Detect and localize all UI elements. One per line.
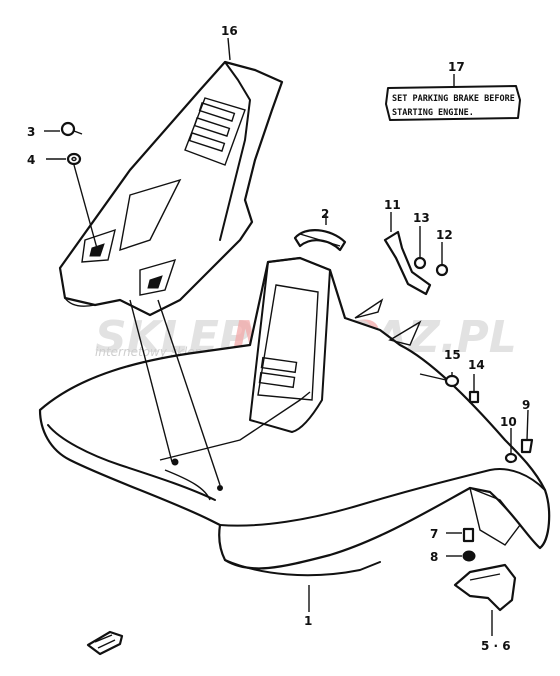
callout-15: 15 <box>444 348 461 362</box>
label-17-line2: STARTING ENGINE. <box>392 108 474 118</box>
front-fender <box>38 256 551 577</box>
callout-5-6: 5 · 6 <box>481 639 511 653</box>
callout-7: 7 <box>430 527 438 541</box>
callout-17: 17 <box>448 60 465 74</box>
callout-10: 10 <box>500 415 517 429</box>
bolt-part-7 <box>446 527 475 543</box>
label-17-line1: SET PARKING BRAKE BEFORE <box>392 94 515 104</box>
screw-part-3 <box>44 121 83 137</box>
callout-1: 1 <box>304 614 312 628</box>
front-cover <box>58 60 284 317</box>
fastener-part-10 <box>504 428 518 464</box>
callout-12: 12 <box>436 228 453 242</box>
screw-part-14 <box>468 374 480 404</box>
front-arrow-icon <box>86 630 124 656</box>
callout-16: 16 <box>221 24 238 38</box>
bracket-part-5-6 <box>453 563 517 636</box>
callout-14: 14 <box>468 358 485 372</box>
callout-8: 8 <box>430 550 438 564</box>
callout-2: 2 <box>321 207 329 221</box>
callout-4: 4 <box>27 153 35 167</box>
warning-label-17: SET PARKING BRAKE BEFORE STARTING ENGINE… <box>385 74 521 121</box>
bracket-part-11 <box>383 212 432 296</box>
nut-part-13 <box>413 226 427 270</box>
callout-11: 11 <box>384 198 401 212</box>
grip-part-2 <box>293 213 347 252</box>
callout-3: 3 <box>27 125 35 139</box>
fastener-part-9 <box>520 409 534 454</box>
washer-part-15 <box>419 372 460 388</box>
callout-13: 13 <box>413 211 430 225</box>
callout-9: 9 <box>522 398 530 412</box>
washer-part-8 <box>446 550 476 562</box>
bolt-part-12 <box>435 242 449 277</box>
washer-part-4 <box>46 152 82 166</box>
